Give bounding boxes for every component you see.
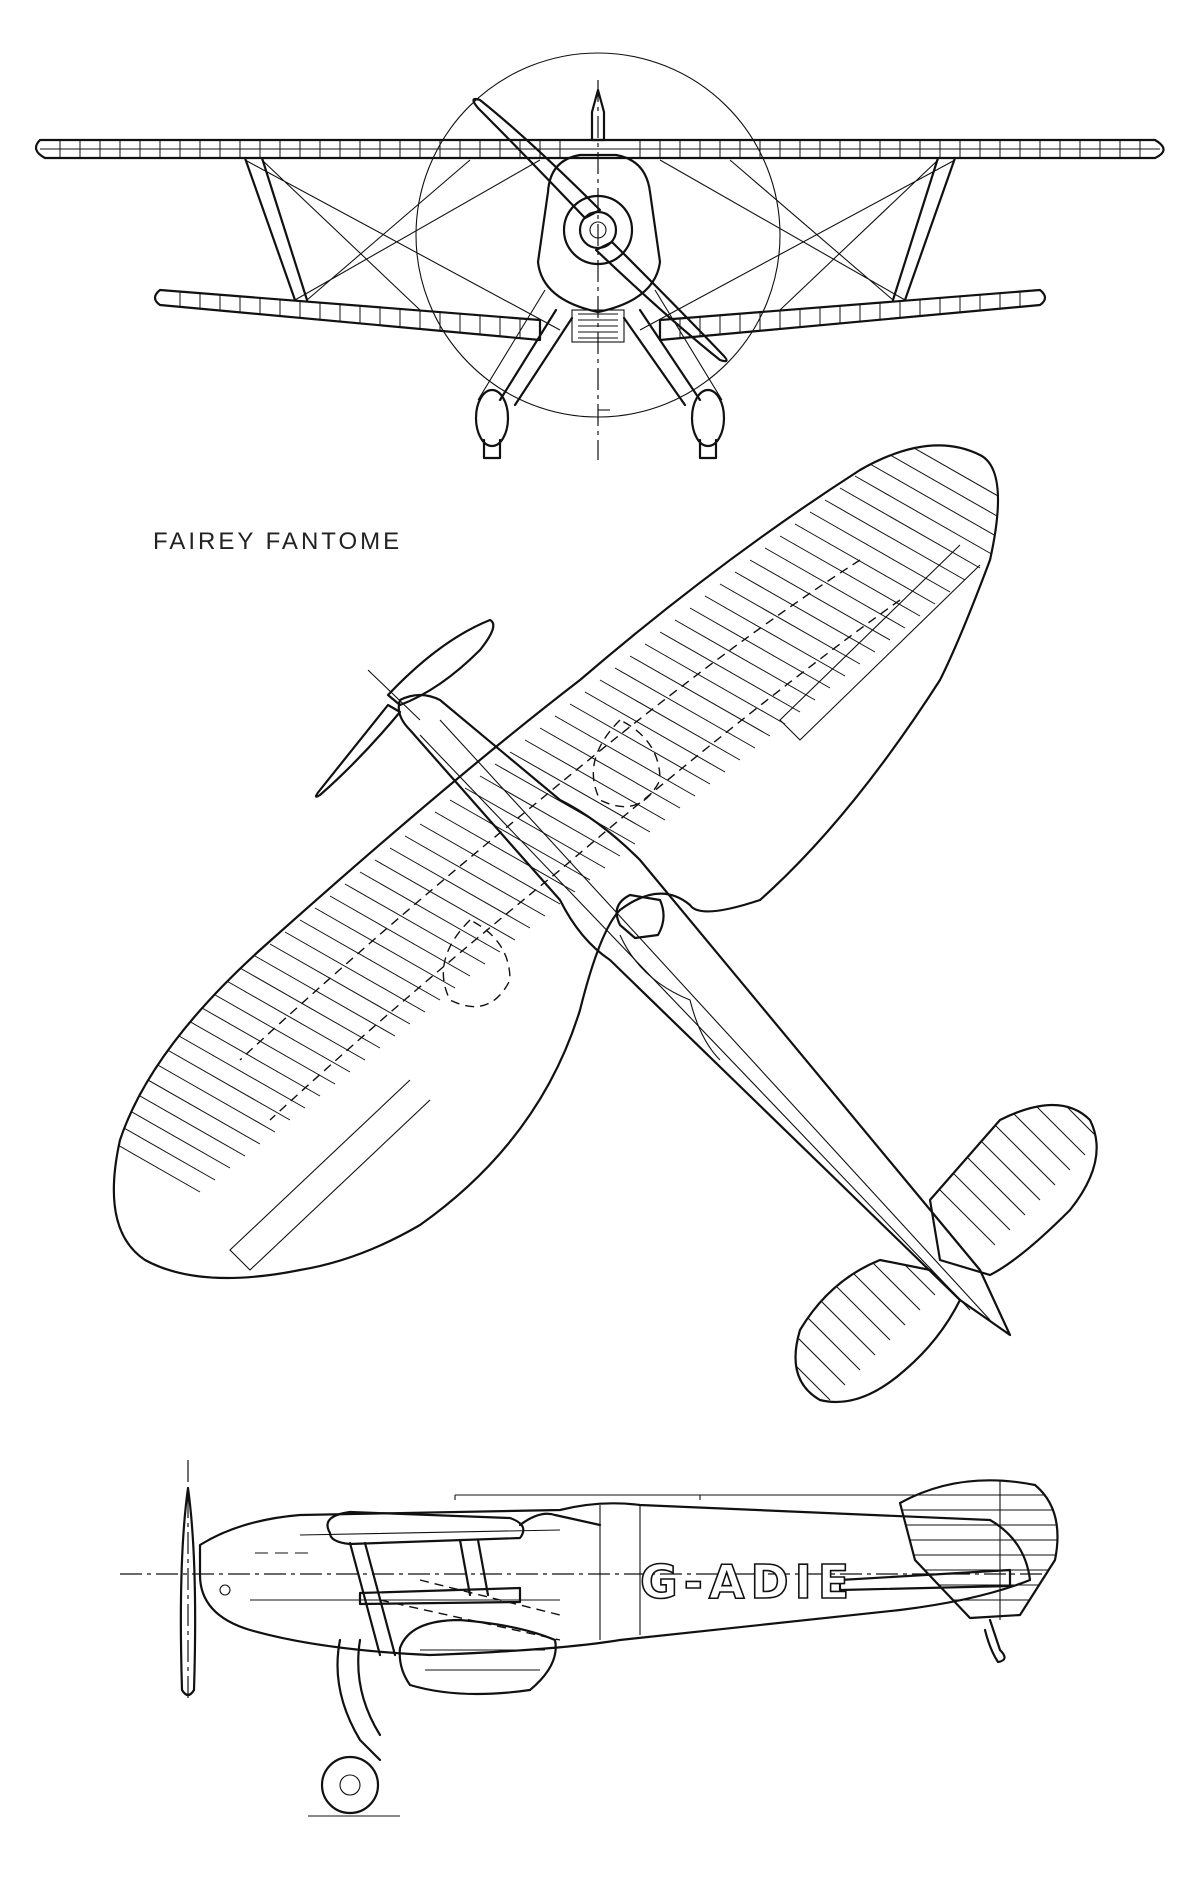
side-struts: [348, 1538, 490, 1657]
side-fuselage: [198, 1502, 1032, 1657]
drawing-title: FAIREY FANTOME: [153, 528, 403, 555]
side-wheel: [320, 1755, 380, 1815]
front-upper-wing: [34, 138, 1165, 160]
side-wheel-fairing: [398, 1618, 557, 1696]
front-view: [34, 52, 1165, 460]
plan-tailplane-left: [794, 1258, 962, 1404]
side-lower-wing: [358, 1586, 522, 1606]
plan-aileron-left: [229, 1079, 431, 1271]
plan-propeller-blade-lower: [314, 703, 402, 798]
propeller-disc: [415, 52, 781, 418]
front-fuselage: [536, 153, 662, 314]
side-view: G-ADIE: [120, 1460, 1059, 1817]
side-fin-rudder: [898, 1479, 1059, 1620]
plan-propeller-blade-upper: [386, 618, 495, 707]
front-strut-right: [891, 156, 957, 302]
side-propeller: [179, 1486, 197, 1697]
plan-aileron-right: [779, 544, 981, 741]
front-propeller-blade-lower: [594, 240, 728, 363]
side-tailplane: [838, 1568, 1012, 1592]
plan-cockpit: [615, 893, 665, 940]
side-upper-wing: [326, 1510, 525, 1546]
plan-fuselage: [397, 693, 1012, 1337]
front-propeller-blade-upper: [472, 97, 602, 220]
front-lower-wing-left: [153, 288, 542, 342]
front-landing-gear: [498, 308, 702, 407]
plan-tailplane-right: [928, 1104, 1098, 1277]
plan-upper-wing: [112, 444, 1000, 1280]
front-strut-left: [243, 156, 309, 302]
plan-view: [112, 444, 1098, 1404]
registration-marking: G-ADIE: [640, 1555, 855, 1609]
front-lower-wing-right: [658, 288, 1047, 342]
side-undercarriage-leg: [336, 1638, 382, 1762]
front-wheel-left: [474, 388, 510, 448]
front-wheel-right: [690, 388, 726, 448]
